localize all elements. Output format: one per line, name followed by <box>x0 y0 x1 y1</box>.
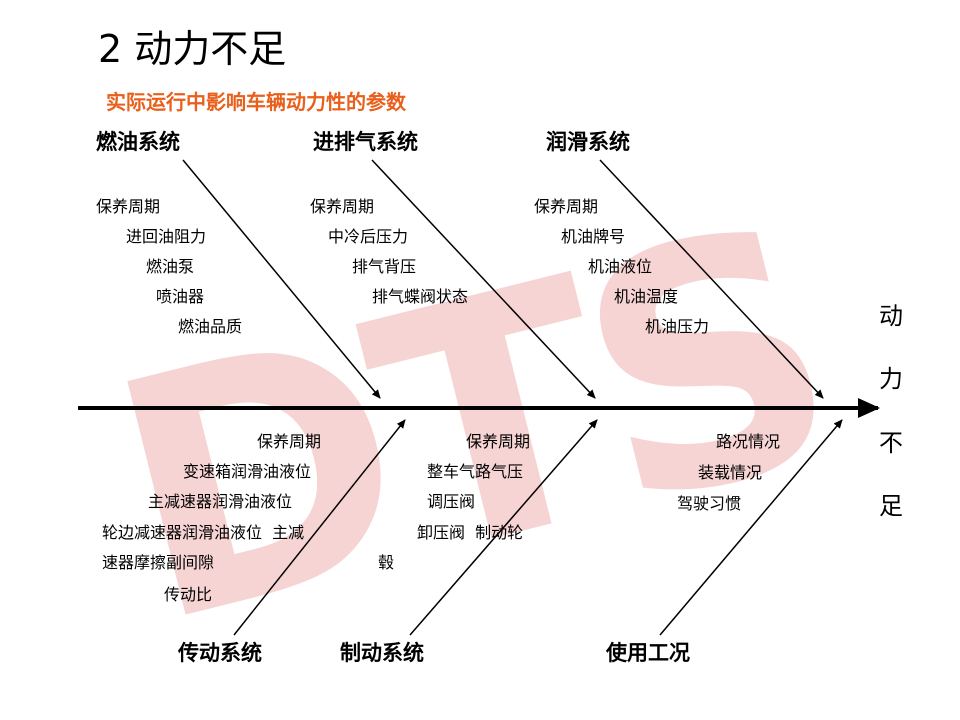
factor-usage-2: 装载情况 <box>698 463 763 482</box>
factor-fuel-5: 燃油品质 <box>178 317 243 336</box>
category-intake-exhaust: 进排气系统 <box>313 129 418 154</box>
factor-lube-5: 机油压力 <box>645 317 710 336</box>
factor-trans-6: 传动比 <box>164 585 213 604</box>
factor-brake-3: 调压阀 <box>427 492 476 511</box>
page-subtitle: 实际运行中影响车辆动力性的参数 <box>106 90 406 114</box>
category-transmission: 传动系统 <box>178 640 262 665</box>
factor-trans-4: 轮边减速器润滑油液位 主减 <box>102 523 305 542</box>
factor-trans-5: 速器摩擦副间隙 <box>102 553 215 572</box>
category-lubrication: 润滑系统 <box>546 129 630 154</box>
factor-lube-1: 保养周期 <box>534 197 599 216</box>
effect-char-3: 不 <box>879 429 903 457</box>
category-usage: 使用工况 <box>606 640 690 665</box>
factor-fuel-3: 燃油泵 <box>146 257 195 276</box>
category-fuel: 燃油系统 <box>96 129 180 154</box>
factor-fuel-4: 喷油器 <box>156 287 205 306</box>
bone-transmission <box>233 419 406 636</box>
bone-brake <box>409 419 598 636</box>
factor-trans-3: 主减速器润滑油液位 <box>148 492 293 511</box>
factor-usage-1: 路况情况 <box>716 432 781 451</box>
factor-lube-2: 机油牌号 <box>561 227 626 246</box>
factor-lube-3: 机油液位 <box>588 257 653 276</box>
factor-trans-1: 保养周期 <box>257 432 322 451</box>
factor-lube-4: 机油温度 <box>614 287 679 306</box>
factor-brake-4: 卸压阀 制动轮 <box>417 523 524 542</box>
factor-intake-1: 保养周期 <box>310 197 375 216</box>
page-title: 2 动力不足 <box>98 27 287 71</box>
factor-usage-3: 驾驶习惯 <box>677 494 742 513</box>
bone-usage <box>659 419 843 636</box>
factor-brake-1: 保养周期 <box>466 432 531 451</box>
effect-char-4: 足 <box>879 492 903 520</box>
factor-brake-2: 整车气路气压 <box>427 462 524 481</box>
effect-char-2: 力 <box>879 365 903 393</box>
effect-char-1: 动 <box>879 302 903 330</box>
factor-intake-3: 排气背压 <box>352 257 417 276</box>
factor-trans-2: 变速箱润滑油液位 <box>183 462 312 481</box>
factor-brake-5: 毂 <box>378 553 395 572</box>
factor-intake-4: 排气蝶阀状态 <box>372 287 469 306</box>
factor-fuel-2: 进回油阻力 <box>126 227 207 246</box>
bone-lubrication <box>599 159 824 399</box>
bone-intake-exhaust <box>371 159 596 399</box>
category-brake: 制动系统 <box>340 640 424 665</box>
factor-intake-2: 中冷后压力 <box>328 227 409 246</box>
factor-fuel-1: 保养周期 <box>96 197 161 216</box>
bone-fuel <box>182 159 381 399</box>
